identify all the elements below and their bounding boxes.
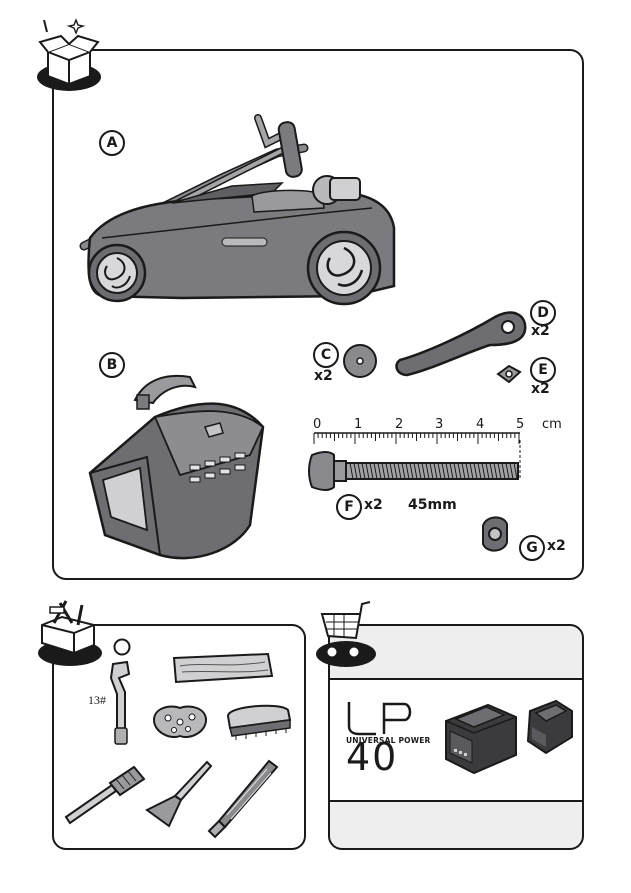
item-d-label: D <box>530 300 556 326</box>
ruler-tick-4: 4 <box>476 417 485 432</box>
wire-brush-icon <box>64 765 146 825</box>
item-f-size: 45mm <box>408 497 457 513</box>
item-a-label: A <box>99 130 125 156</box>
item-e-quantity: x2 <box>531 381 550 397</box>
ruler-tick-0: 0 <box>313 417 322 432</box>
wood-block-icon <box>172 652 274 684</box>
socket-wrench-icon <box>109 660 131 745</box>
knob-lever-illustration <box>395 311 527 377</box>
ruler-tick-3: 3 <box>435 417 444 432</box>
grass-bag-illustration <box>88 374 265 560</box>
item-b-label: B <box>99 352 125 378</box>
item-f-label: F <box>336 494 362 520</box>
item-f-quantity: x2 <box>364 497 383 513</box>
item-d-quantity: x2 <box>531 323 550 339</box>
up-logo-mark <box>347 702 412 736</box>
package-box-icon <box>37 18 101 91</box>
ruler-tick-1: 1 <box>354 417 363 432</box>
item-e-label: E <box>530 357 556 383</box>
file-tool-icon <box>207 759 279 839</box>
carriage-bolt-illustration <box>308 451 519 491</box>
lawn-mower-illustration <box>79 114 396 306</box>
sponge-icon <box>152 705 208 738</box>
item-c-quantity: x2 <box>314 368 333 384</box>
brand-number-text: 40 <box>346 735 399 779</box>
wrench-size-label: 13# <box>88 693 106 707</box>
marker-circle-icon <box>113 638 131 656</box>
scraper-icon <box>145 760 213 828</box>
ruler-scale <box>313 432 520 444</box>
brand-line-text: UNIVERSAL POWER <box>346 736 431 745</box>
scrub-brush-icon <box>226 704 292 740</box>
charger-icon <box>526 699 573 755</box>
shopping-cart-icon <box>316 601 376 667</box>
item-g-label: G <box>519 535 545 561</box>
toolbox-icon <box>38 600 102 666</box>
ruler-tick-5: 5 <box>516 417 525 432</box>
item-c-label: C <box>313 342 339 368</box>
ruler-guide-line <box>519 440 521 478</box>
square-nut-illustration <box>496 364 522 384</box>
battery-pack-icon <box>445 703 517 775</box>
ruler-unit: cm <box>542 417 562 432</box>
cable-clip-illustration <box>482 516 508 552</box>
ruler-tick-2: 2 <box>395 417 404 432</box>
washer-illustration <box>343 344 377 378</box>
item-g-quantity: x2 <box>547 538 566 554</box>
